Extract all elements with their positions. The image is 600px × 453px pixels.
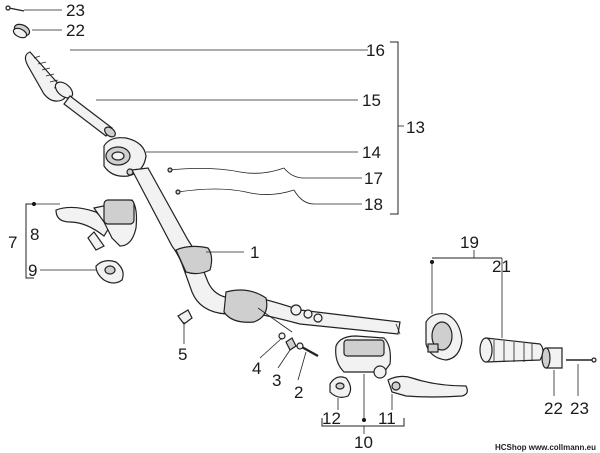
label-23-right: 23 bbox=[570, 399, 589, 418]
label-23-top: 23 bbox=[66, 1, 85, 20]
part-1-handlebar bbox=[131, 167, 401, 335]
label-8: 8 bbox=[30, 225, 39, 244]
part-labels: 23 22 16 15 13 14 17 18 7 8 9 1 19 21 5 … bbox=[8, 1, 589, 452]
label-15: 15 bbox=[362, 91, 381, 110]
leader-lines bbox=[24, 9, 579, 434]
label-3: 3 bbox=[272, 371, 281, 390]
label-5: 5 bbox=[178, 345, 187, 364]
label-22-top: 22 bbox=[66, 21, 85, 40]
label-12: 12 bbox=[322, 409, 341, 428]
label-4: 4 bbox=[252, 359, 261, 378]
part-22-right-bar-end bbox=[541, 347, 563, 369]
label-9: 9 bbox=[28, 261, 37, 280]
label-19: 19 bbox=[460, 233, 479, 252]
label-13: 13 bbox=[406, 118, 425, 137]
label-22-right: 22 bbox=[544, 399, 563, 418]
part-10-right-master-cylinder bbox=[335, 335, 391, 379]
part-2-bolt bbox=[296, 342, 319, 357]
label-10: 10 bbox=[354, 433, 373, 452]
label-7: 7 bbox=[8, 233, 17, 252]
part-22-top-bar-end bbox=[12, 23, 31, 39]
part-18-throttle-cable bbox=[175, 188, 295, 195]
label-1: 1 bbox=[250, 243, 259, 262]
part-9-left-clamp bbox=[95, 260, 124, 284]
watermark-text: HCShop www.collmann.eu bbox=[494, 443, 596, 452]
part-21-right-grip bbox=[479, 337, 544, 363]
part-19-right-switch-housing bbox=[425, 313, 463, 361]
part-15-throttle-tube bbox=[63, 95, 116, 138]
label-11: 11 bbox=[378, 409, 396, 428]
part-12-right-clamp bbox=[329, 376, 352, 398]
label-16: 16 bbox=[366, 41, 385, 60]
part-17-throttle-cable bbox=[167, 167, 285, 174]
part-4-washer bbox=[278, 332, 286, 340]
part-8-left-brake-lever bbox=[55, 199, 138, 251]
label-14: 14 bbox=[362, 143, 381, 162]
label-2: 2 bbox=[294, 383, 303, 402]
part-3-nut bbox=[285, 337, 297, 351]
part-23-top-screw bbox=[5, 5, 25, 12]
label-21: 21 bbox=[492, 257, 511, 276]
part-23-right-screw bbox=[566, 357, 597, 363]
part-16-left-grip bbox=[24, 51, 74, 102]
part-11-right-brake-lever bbox=[387, 375, 468, 398]
label-18: 18 bbox=[364, 195, 383, 214]
part-5-clip bbox=[177, 309, 193, 325]
label-17: 17 bbox=[364, 169, 383, 188]
